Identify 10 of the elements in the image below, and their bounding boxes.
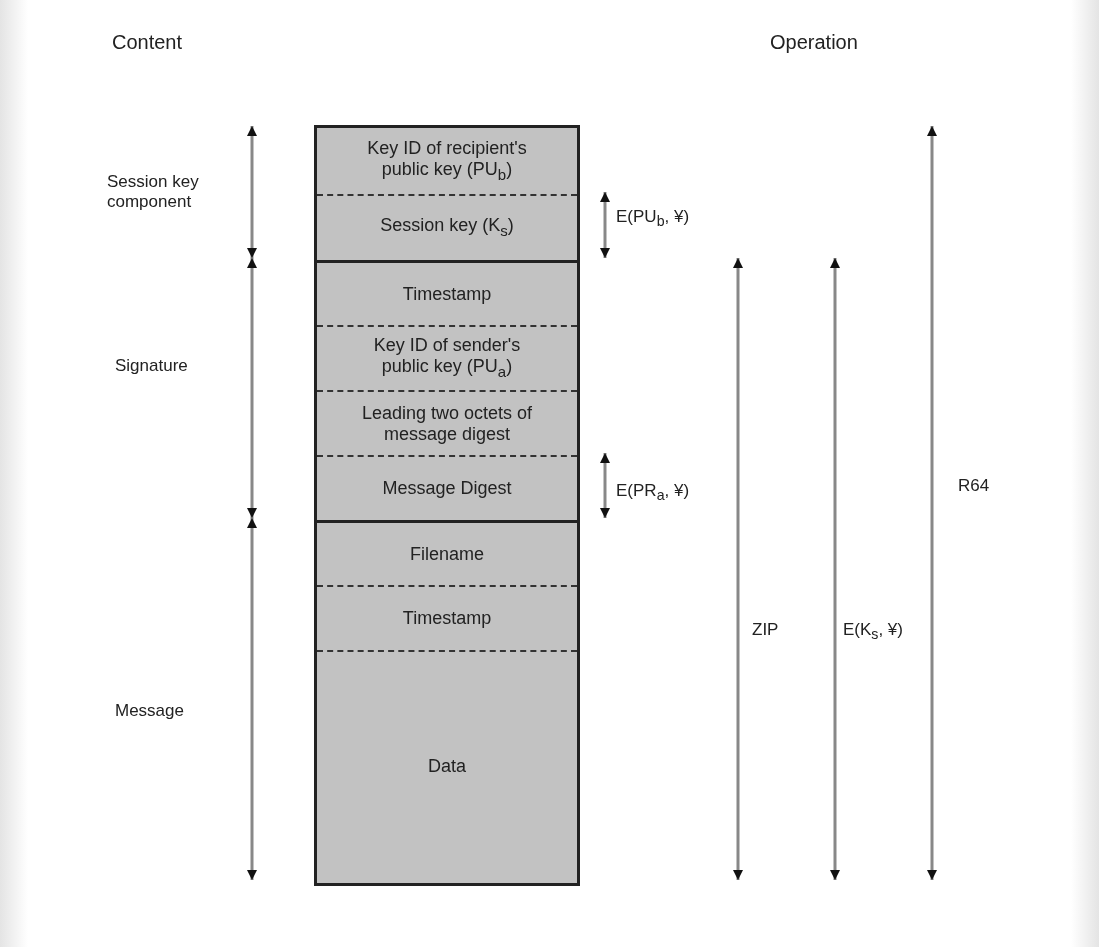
span-label: Signature	[115, 356, 188, 376]
span-label: Message	[115, 701, 184, 721]
span-label: E(PR$_{a}$, ¥)	[616, 481, 690, 506]
span-label: E(K$_{s}$, ¥)	[843, 620, 903, 645]
span-label: ZIP	[752, 620, 779, 640]
span-label: Session key component	[107, 172, 200, 212]
column-heading: Operation	[770, 32, 858, 52]
span-label: R64	[958, 476, 990, 496]
column-heading: Content	[112, 32, 183, 52]
span-label: E(PU$_{b}$, ¥)	[616, 207, 690, 232]
